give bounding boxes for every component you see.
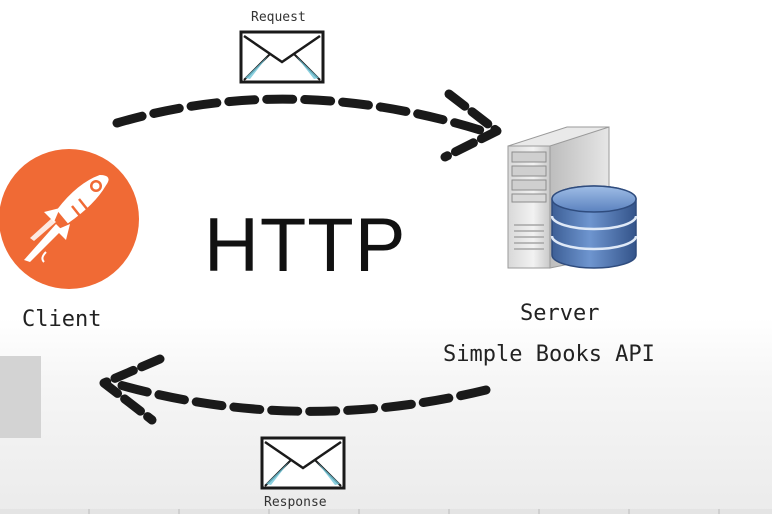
request-envelope-icon <box>239 30 325 84</box>
response-envelope-icon <box>260 436 346 490</box>
bottom-strip <box>0 509 772 514</box>
protocol-label: HTTP <box>204 203 407 288</box>
side-panel <box>0 356 41 438</box>
postman-rocket-logo-icon <box>0 149 139 289</box>
database-cylinder-icon <box>550 185 638 269</box>
server-label: Server <box>520 301 600 326</box>
response-label: Response <box>264 495 327 510</box>
client-label: Client <box>22 307 102 332</box>
request-label: Request <box>251 10 306 25</box>
response-arrow <box>99 354 491 425</box>
api-name-label: Simple Books API <box>443 342 655 367</box>
request-arrow <box>112 89 502 162</box>
